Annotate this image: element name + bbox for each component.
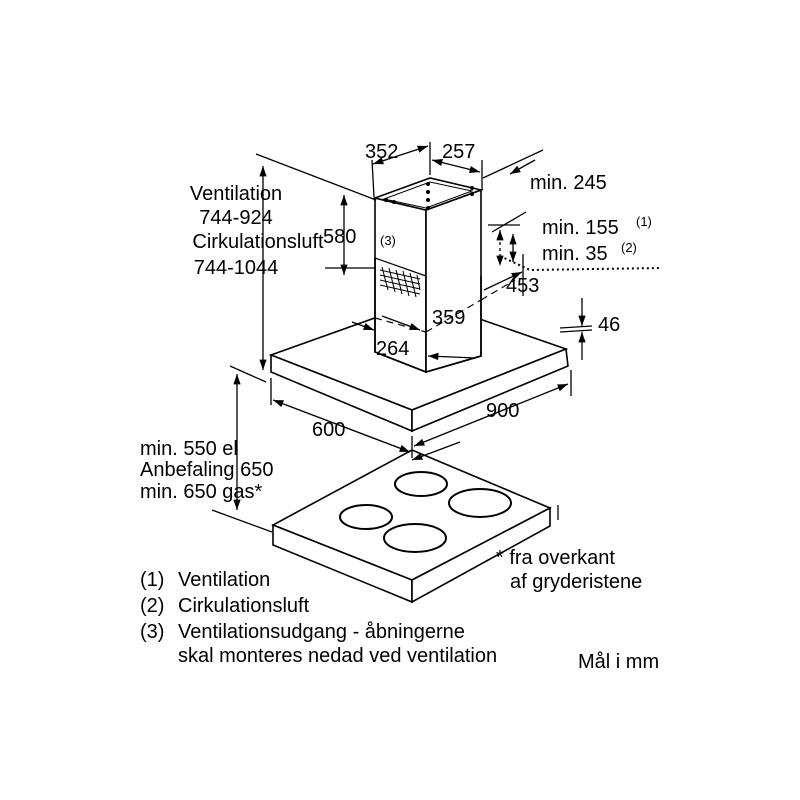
dim-min35: min. 35 [542,243,608,265]
legend-num-3: (3) [140,621,164,643]
dim-min155: min. 155 [542,217,619,239]
unit-label: Mål i mm [578,651,659,673]
dim-257: 257 [442,141,475,163]
callout-3: (3) [380,233,396,248]
legend-text-3: Ventilationsudgang - åbningerne [178,621,465,643]
dim-580: 580 [323,226,356,248]
dim-453: 453 [506,275,539,297]
dim-900: 900 [486,400,519,422]
vent-range: 744-924 [199,207,272,229]
note-line-1: * fra overkant [496,547,615,569]
sup-2: (2) [621,240,637,255]
sup-1: (1) [636,214,652,229]
cooktop [271,449,552,604]
dimension-labels: Ventilation 744-924 Cirkulationsluft 744… [140,141,659,673]
clearance-1: min. 550 el [140,438,238,460]
dim-600: 600 [312,419,345,441]
dim-359: 359 [432,307,465,329]
legend-text-4: skal monteres nedad ved ventilation [178,645,497,667]
clearance-3: min. 650 gas* [140,481,263,503]
circ-title: Cirkulationsluft [192,231,324,253]
burner-back [394,471,448,497]
circ-range: 744-1044 [194,257,279,279]
clearance-2: Anbefaling 650 [140,459,273,481]
note-line-2: af gryderistene [510,571,642,593]
legend-num-1: (1) [140,569,164,591]
legend: (1) Ventilation (2) Cirkulationsluft (3)… [140,569,497,667]
dimension-lines [211,142,593,533]
dim-min245: min. 245 [530,172,607,194]
burner-left [339,504,393,530]
dim-264: 264 [376,338,409,360]
legend-num-2: (2) [140,595,164,617]
burner-right [448,488,512,518]
burner-front [383,523,447,553]
vent-title: Ventilation [190,183,282,205]
dim-46: 46 [598,314,620,336]
legend-text-1: Ventilation [178,569,270,591]
legend-text-2: Cirkulationsluft [178,595,310,617]
dim-352: 352 [365,141,398,163]
